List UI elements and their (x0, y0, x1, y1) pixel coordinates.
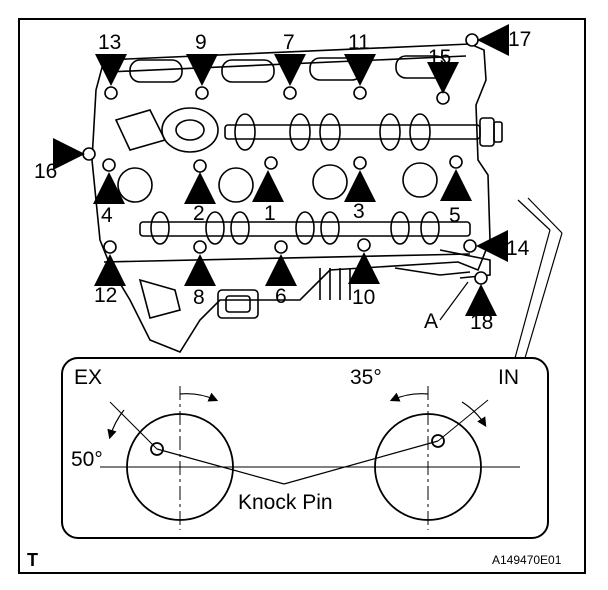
bolt-label-15: 15 (428, 46, 452, 69)
bolt-label-2: 2 (193, 202, 205, 225)
bolt-label-9: 9 (195, 31, 207, 54)
cam-sprocket-detail (100, 386, 520, 530)
bolt-label-5: 5 (449, 204, 461, 227)
bolt-label-16: 16 (34, 160, 58, 183)
label-ex: EX (74, 366, 103, 389)
bolt-6 (274, 240, 288, 254)
callout-pointer (514, 197, 563, 359)
bolt-12 (103, 240, 117, 254)
bolt-17 (465, 33, 479, 47)
bolt-10 (357, 238, 371, 252)
outer-frame (18, 18, 586, 574)
bolt-label-10: 10 (352, 286, 376, 309)
bolt-16 (82, 147, 96, 161)
label-in: IN (498, 366, 519, 389)
bolt-5 (449, 155, 463, 169)
corner-mark: T (27, 550, 38, 570)
bolt-9 (195, 86, 209, 100)
bolt-1 (264, 156, 278, 170)
bolt-label-12: 12 (94, 284, 118, 307)
bolt-label-13: 13 (98, 31, 122, 54)
figure-code: A149470E01 (492, 553, 562, 567)
bolt-label-11: 11 (348, 31, 370, 54)
bolt-label-1: 1 (264, 202, 276, 225)
bolt-label-14: 14 (506, 237, 530, 260)
label-angle-ex: 50° (71, 448, 103, 471)
bolts (82, 33, 488, 285)
callout-box (61, 357, 549, 539)
label-angle-in: 35° (350, 366, 382, 389)
bolt-11 (353, 86, 367, 100)
bolt-15 (436, 91, 450, 105)
bolt-label-8: 8 (193, 286, 205, 309)
bolt-8 (193, 240, 207, 254)
bolt-7 (283, 86, 297, 100)
bolt-13 (104, 86, 118, 100)
leader-a (439, 281, 469, 321)
bolt-label-18: 18 (470, 311, 494, 334)
cylinder-head (91, 43, 503, 353)
bolt-label-17: 17 (508, 28, 532, 51)
bolt-4 (102, 158, 116, 172)
bolt-3 (353, 156, 367, 170)
bolt-label-7: 7 (283, 31, 295, 54)
bolt-14 (463, 239, 477, 253)
bolt-18 (474, 271, 488, 285)
bolt-label-6: 6 (275, 285, 287, 308)
bolt-arrows (53, 24, 509, 316)
bolt-2 (193, 159, 207, 173)
bolt-label-4: 4 (101, 204, 113, 227)
label-knock-pin: Knock Pin (238, 491, 333, 514)
label-a: A (424, 310, 439, 333)
bolt-label-3: 3 (353, 200, 365, 223)
